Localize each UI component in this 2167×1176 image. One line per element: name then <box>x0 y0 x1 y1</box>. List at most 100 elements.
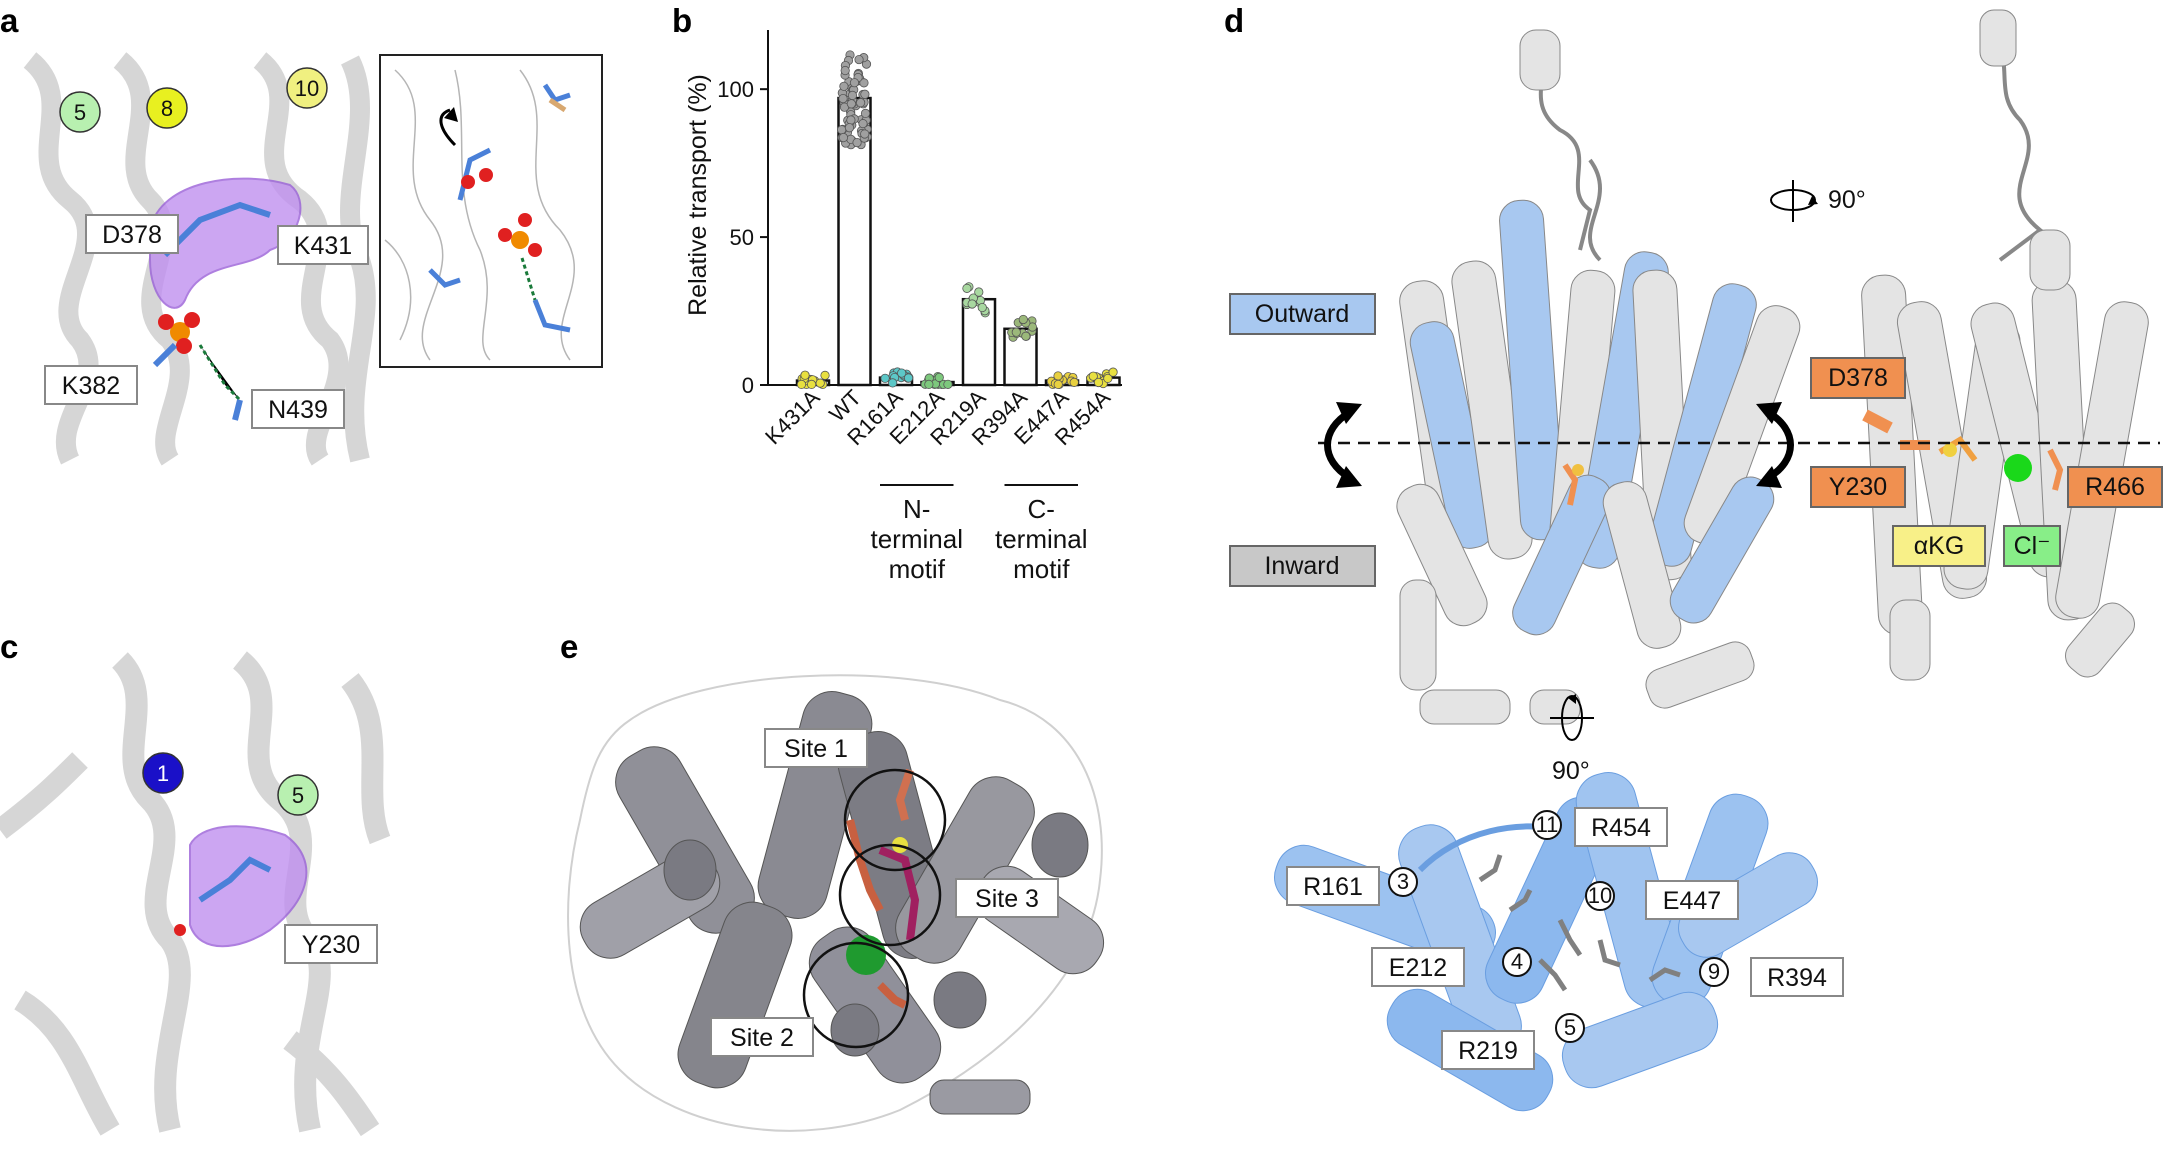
site-2-circle <box>802 941 910 1049</box>
data-point <box>859 78 869 88</box>
residue-label-k431: K431 <box>277 225 369 265</box>
data-point <box>1103 373 1113 384</box>
data-point <box>888 378 898 388</box>
data-point <box>846 115 856 125</box>
protein-left <box>1396 29 1801 725</box>
data-point <box>943 379 953 389</box>
helix-marker-5: 5 <box>59 91 101 133</box>
svg-text:Site 3: Site 3 <box>975 885 1039 913</box>
svg-text:R454: R454 <box>1591 814 1651 842</box>
data-point <box>1018 314 1028 325</box>
bottom-helix-marker-5: 5 <box>1555 1013 1585 1043</box>
data-point <box>815 378 825 388</box>
helix-marker-10: 10 <box>286 67 328 109</box>
site-label-3: Site 3 <box>955 878 1059 918</box>
residue-label-y230: Y230 <box>284 924 378 964</box>
svg-text:N439: N439 <box>268 396 328 424</box>
bottom-residue-r454: R454 <box>1574 807 1668 847</box>
panel-a: a 5 8 10 <box>0 2 603 466</box>
svg-text:Y230: Y230 <box>1829 473 1887 501</box>
svg-text:Inward: Inward <box>1264 552 1339 580</box>
data-point <box>1108 367 1118 377</box>
data-point <box>820 370 830 380</box>
svg-text:3: 3 <box>1397 869 1409 894</box>
label-outward: Outward <box>1229 293 1376 335</box>
svg-text:10: 10 <box>1588 883 1612 908</box>
bottom-helix-markers: 11 3 10 4 9 5 <box>1388 810 1729 1043</box>
residue-label-k382: K382 <box>44 365 138 405</box>
panel-letter-c: c <box>0 628 18 665</box>
data-point <box>880 373 890 383</box>
residue-label-d378: D378 <box>85 214 179 254</box>
panel-letter-b: b <box>672 2 692 39</box>
bottom-sticks <box>1478 854 1681 992</box>
data-point <box>1093 377 1104 388</box>
helix-marker-1: 1 <box>142 752 184 794</box>
data-point <box>844 123 855 133</box>
panel-letter-d: d <box>1224 2 1244 39</box>
site-1-circle <box>843 768 947 872</box>
data-point <box>860 89 870 99</box>
panel-e: e Site 1 <box>560 628 1105 1132</box>
bottom-helix-marker-11: 11 <box>1532 810 1562 840</box>
data-point <box>837 125 847 135</box>
panel-c-density <box>189 825 308 948</box>
data-point <box>806 379 817 390</box>
helix-marker-8: 8 <box>146 87 188 129</box>
svg-text:90°: 90° <box>1828 186 1866 214</box>
motif-label-line: N- <box>903 494 930 524</box>
data-point <box>967 299 977 309</box>
protein-right <box>1861 9 2149 681</box>
motif-label-line: motif <box>889 554 946 584</box>
y-tick-label: 50 <box>730 225 754 250</box>
svg-text:Outward: Outward <box>1255 300 1349 328</box>
right-highlights <box>1862 409 2064 491</box>
inset-arrow-icon <box>439 108 457 147</box>
site-label-2: Site 2 <box>710 1017 814 1057</box>
data-point <box>860 129 870 139</box>
svg-text:Y230: Y230 <box>302 931 360 959</box>
data-point <box>800 370 810 380</box>
data-point <box>977 302 987 313</box>
y-axis-title: Relative transport (%) <box>684 74 712 316</box>
data-point <box>1053 371 1063 381</box>
data-points <box>796 50 1118 390</box>
data-point <box>839 81 849 91</box>
motif-label-line: terminal <box>995 524 1087 554</box>
bottom-helix-marker-10: 10 <box>1585 881 1615 911</box>
bottom-helix-marker-9: 9 <box>1699 957 1729 987</box>
svg-text:D378: D378 <box>1828 364 1888 392</box>
data-point <box>849 78 860 88</box>
bottom-residue-r219: R219 <box>1441 1030 1535 1070</box>
data-point <box>1011 327 1021 337</box>
svg-text:Site 2: Site 2 <box>730 1024 794 1052</box>
svg-text:R466: R466 <box>2085 473 2145 501</box>
label-cl: Cl⁻ <box>2003 525 2061 567</box>
svg-text:D378: D378 <box>102 221 162 249</box>
motif-label-line: C- <box>1028 494 1055 524</box>
svg-text:R161: R161 <box>1303 873 1363 901</box>
motif-label-line: motif <box>1013 554 1070 584</box>
label-inward: Inward <box>1229 545 1376 587</box>
cl-ion-sphere <box>2004 454 2032 482</box>
panel-e-ligands <box>846 768 920 1009</box>
data-point <box>796 379 807 389</box>
svg-text:5: 5 <box>1564 1015 1576 1040</box>
residue-label-n439: N439 <box>251 389 345 429</box>
svg-text:8: 8 <box>161 96 173 121</box>
data-point <box>846 99 856 109</box>
svg-text:4: 4 <box>1511 949 1523 974</box>
data-point <box>1021 331 1031 341</box>
svg-text:90°: 90° <box>1552 757 1590 785</box>
data-point <box>1088 371 1098 381</box>
motif-label-line: terminal <box>871 524 963 554</box>
helix-marker-5-c: 5 <box>277 774 319 816</box>
data-point <box>852 137 862 148</box>
svg-text:R394: R394 <box>1767 964 1827 992</box>
data-point <box>854 54 864 65</box>
panel-c: c 1 5 Y230 <box>0 628 391 1137</box>
